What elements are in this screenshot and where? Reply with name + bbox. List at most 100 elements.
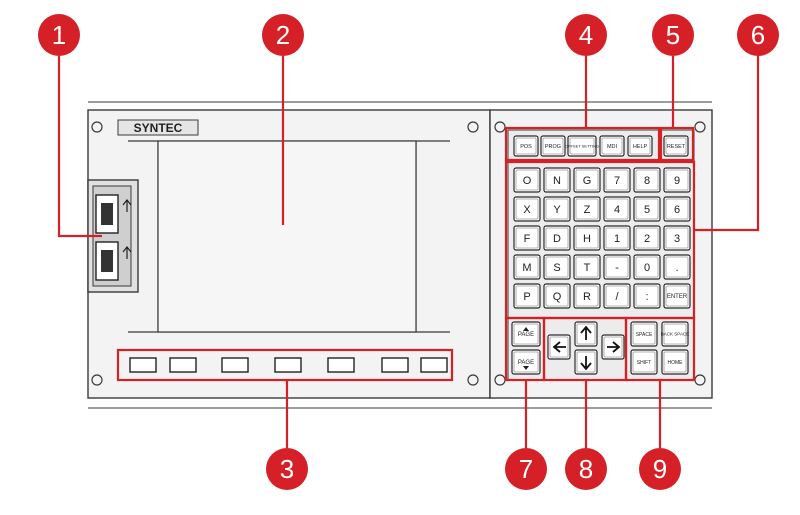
alnum-key[interactable]: 0 [633, 254, 661, 280]
alnum-key-label: 4 [614, 204, 620, 216]
alnum-key-label: G [583, 175, 592, 187]
page-down-key-label: PAGE [518, 360, 534, 366]
function-key-help[interactable]: HELP [627, 135, 653, 157]
alnum-key[interactable]: 2 [633, 225, 661, 251]
function-key-prog-label: PROG [545, 144, 561, 150]
alnum-key-label: O [523, 175, 532, 187]
alnum-key[interactable]: ENTER [663, 283, 691, 309]
alnum-key-label: 0 [644, 262, 650, 274]
alnum-key[interactable]: 1 [603, 225, 631, 251]
alnum-key[interactable]: O [513, 167, 541, 193]
page-up-key[interactable]: PAGE [511, 321, 541, 347]
function-key-offset-setting[interactable]: OFFSET SETTING [565, 135, 599, 157]
alnum-key-label: 7 [614, 175, 620, 187]
usb-port-icon[interactable] [95, 241, 119, 281]
alnum-key-label: T [584, 262, 591, 274]
softkey-button[interactable] [221, 357, 249, 373]
alnum-key[interactable]: 9 [663, 167, 691, 193]
alnum-key[interactable]: Z [573, 196, 601, 222]
alnum-key[interactable]: 4 [603, 196, 631, 222]
function-key-pos[interactable]: POS [513, 135, 539, 157]
shift-key-label: SHIFT [637, 360, 651, 366]
alnum-key-label: ENTER [667, 294, 688, 300]
alnum-key-label: R [583, 291, 591, 303]
brand-plate [117, 119, 199, 136]
softkey-button[interactable] [274, 357, 302, 373]
keypad: POS PROG OFFSET SETTING MDI HELP RESET O N G 7 8 9X… [511, 135, 691, 375]
softkey-button[interactable] [327, 357, 355, 373]
alnum-key-label: - [615, 262, 619, 274]
alnum-key-label: N [553, 175, 561, 187]
callout-badge-1: 1 [38, 14, 80, 56]
alnum-key[interactable]: P [513, 283, 541, 309]
usb-port-icon[interactable] [95, 194, 119, 234]
alnum-key[interactable]: 7 [603, 167, 631, 193]
backspace-key[interactable]: BACK SPACE [661, 321, 689, 347]
alnum-key[interactable]: 6 [663, 196, 691, 222]
alnum-key[interactable]: 5 [633, 196, 661, 222]
arrow-left-icon [552, 341, 566, 353]
alnum-key-label: D [553, 233, 561, 245]
alnum-key-label: Q [553, 291, 562, 303]
lcd-screen [128, 140, 450, 333]
alnum-key-label: F [524, 233, 531, 245]
alnum-key[interactable]: / [603, 283, 631, 309]
alnum-key[interactable]: R [573, 283, 601, 309]
alnum-key[interactable]: . [663, 254, 691, 280]
alnum-key-label: 9 [674, 175, 680, 187]
callout-badge-9: 9 [639, 448, 681, 490]
softkey-button[interactable] [381, 357, 409, 373]
arrow-down-key[interactable] [574, 349, 598, 375]
function-key-reset[interactable]: RESET [663, 135, 689, 157]
alnum-key-label: H [583, 233, 591, 245]
alnum-key[interactable]: M [513, 254, 541, 280]
softkey-button[interactable] [169, 357, 197, 373]
function-key-mdi-label: MDI [607, 144, 618, 150]
alnum-key[interactable]: X [513, 196, 541, 222]
alnum-key[interactable]: - [603, 254, 631, 280]
callout-badge-2: 2 [262, 14, 304, 56]
space-key-label: SPACE [636, 332, 653, 338]
softkey-button[interactable] [420, 357, 448, 373]
function-key-offset-setting-label: OFFSET SETTING [565, 143, 599, 148]
function-key-pos-label: POS [520, 144, 532, 150]
arrow-right-icon [607, 341, 621, 353]
alnum-key[interactable]: G [573, 167, 601, 193]
alnum-key[interactable]: Q [543, 283, 571, 309]
alnum-key-label: . [675, 262, 678, 274]
alnum-key[interactable]: N [543, 167, 571, 193]
callout-badge-4: 4 [565, 14, 607, 56]
alnum-key-label: M [522, 262, 531, 274]
alnum-key[interactable]: S [543, 254, 571, 280]
alnum-key[interactable]: 8 [633, 167, 661, 193]
alnum-key-label: 3 [674, 233, 680, 245]
softkey-button[interactable] [129, 357, 157, 373]
alnum-key[interactable]: : [633, 283, 661, 309]
function-key-prog[interactable]: PROG [540, 135, 566, 157]
alnum-key[interactable]: H [573, 225, 601, 251]
alnum-key-label: Y [553, 204, 561, 216]
alnum-key-label: 2 [644, 233, 650, 245]
alnum-key-label: / [615, 291, 619, 303]
callout-badge-5: 5 [652, 14, 694, 56]
function-key-mdi[interactable]: MDI [599, 135, 625, 157]
function-key-help-label: HELP [633, 144, 648, 150]
alnum-key[interactable]: Y [543, 196, 571, 222]
alnum-key[interactable]: T [573, 254, 601, 280]
alnum-key[interactable]: 3 [663, 225, 691, 251]
arrow-up-key[interactable] [574, 321, 598, 347]
page-up-key-label: PAGE [518, 332, 534, 338]
alnum-key[interactable]: D [543, 225, 571, 251]
shift-key[interactable]: SHIFT [630, 349, 658, 375]
callout-badge-8: 8 [565, 448, 607, 490]
page-down-key[interactable]: PAGE [511, 349, 541, 375]
space-key[interactable]: SPACE [630, 321, 658, 347]
alnum-key[interactable]: F [513, 225, 541, 251]
alnum-key-label: 6 [674, 204, 680, 216]
arrow-right-key[interactable] [601, 334, 625, 360]
arrow-left-key[interactable] [547, 334, 571, 360]
alnum-key-label: X [523, 204, 531, 216]
home-key[interactable]: HOME [661, 349, 689, 375]
